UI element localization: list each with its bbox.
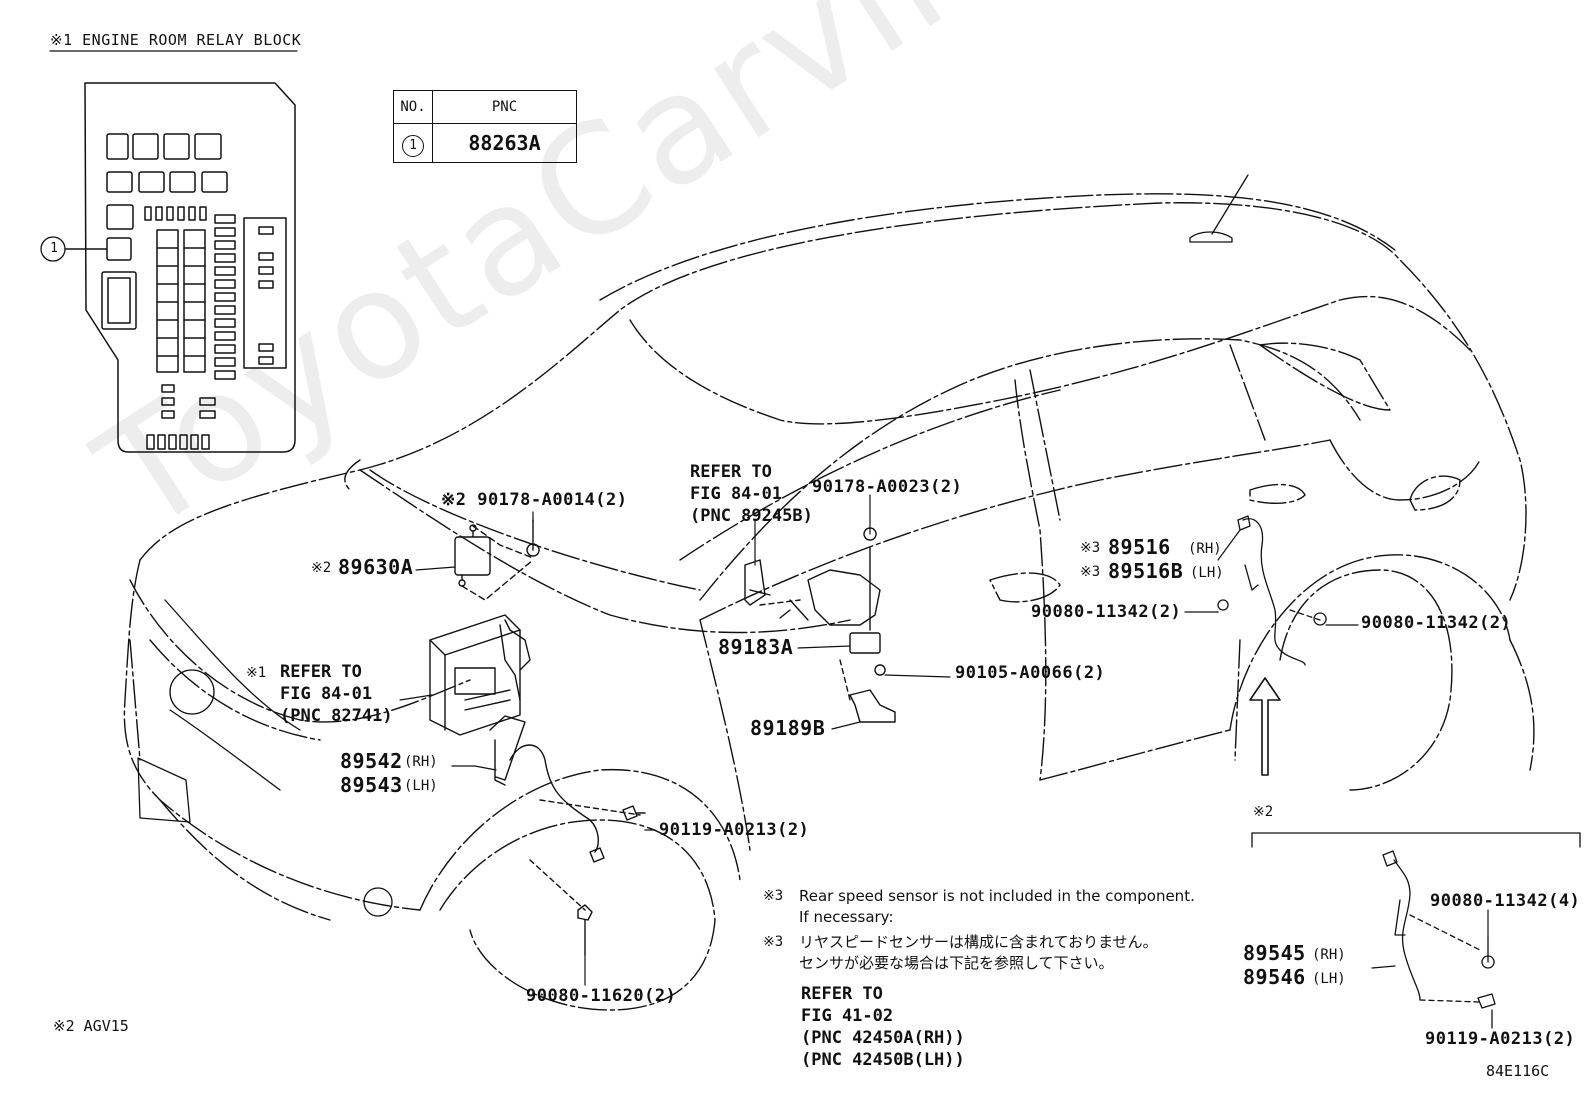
relay-callout-number: 1 [50, 241, 58, 256]
label-89543[interactable]: 89543 [340, 773, 403, 797]
label-90080-11342-left[interactable]: 90080-11342(2) [1031, 602, 1182, 622]
relay-block-title: ※1 ENGINE ROOM RELAY BLOCK [50, 31, 302, 49]
footnote-agv15: ※2 AGV15 [53, 1017, 129, 1035]
note-english: Rear speed sensor is not included in the… [799, 887, 1195, 926]
leader-lines [399, 494, 1489, 986]
pnc-header-no: NO. [393, 90, 433, 124]
label-89630a-mark: ※2 [311, 560, 332, 576]
label-refer-fig-84-01-82741[interactable]: REFER TO FIG 84-01 (PNC 82741) [280, 662, 393, 726]
front-speed-sensor [489, 715, 646, 956]
label-refer-82741-mark: ※1 [246, 665, 267, 681]
label-89545[interactable]: 89545 [1243, 941, 1306, 965]
label-90178-a0014[interactable]: ※2 90178-A0014(2) [441, 490, 628, 510]
label-90178-a0023[interactable]: 90178-A0023(2) [812, 477, 963, 497]
label-89516-rh: (RH) [1188, 541, 1222, 557]
label-89543-lh: (LH) [404, 778, 438, 794]
note-refer-fig-41-02[interactable]: REFER TO FIG 41-02 (PNC 42450A(RH)) (PNC… [801, 984, 965, 1070]
label-89542-rh: (RH) [404, 754, 438, 770]
vehicle-front-details [137, 174, 1249, 917]
pnc-header-pnc: PNC [432, 90, 577, 124]
label-refer-fig-84-01-89245b[interactable]: REFER TO FIG 84-01 (PNC 89245B) [690, 462, 813, 526]
detail-mark: ※2 [1253, 804, 1274, 820]
figure-code: 84E116C [1486, 1062, 1550, 1080]
label-89183a[interactable]: 89183A [718, 635, 794, 659]
label-89630a[interactable]: 89630A [338, 555, 414, 579]
relay-block-outline [40, 82, 296, 453]
label-89516b-mark: ※3 [1080, 564, 1101, 580]
label-89516b[interactable]: 89516B [1108, 559, 1184, 583]
height-control-sensor [744, 527, 896, 723]
note-mark-jp: ※3 [763, 934, 784, 950]
note-japanese: リヤスピードセンサーは構成に含まれておりません。 センサが必要な場合は下記を参照… [799, 933, 1158, 972]
pnc-row-no-circle: 1 [402, 134, 424, 157]
pnc-row: 1 88263A [393, 123, 577, 163]
rear-sensor-arrow [1249, 677, 1281, 776]
label-89542[interactable]: 89542 [340, 749, 403, 773]
label-89516b-lh: (LH) [1190, 565, 1224, 581]
pnc-row-value: 88263A [432, 123, 577, 163]
label-89516-mark: ※3 [1080, 540, 1101, 556]
pnc-row-no: 1 [393, 123, 433, 163]
label-90080-11620[interactable]: 90080-11620(2) [526, 986, 677, 1006]
label-89516[interactable]: 89516 [1108, 535, 1171, 559]
label-90119-a0213-front[interactable]: 90119-A0213(2) [659, 820, 810, 840]
note-mark-en: ※3 [763, 888, 784, 904]
rear-speed-sensor-wire [1217, 515, 1327, 666]
label-89189b[interactable]: 89189B [750, 716, 826, 740]
skid-control-ecu [429, 614, 531, 736]
yaw-sensor-89630a [454, 519, 540, 601]
vehicle-outline [123, 193, 1535, 1011]
pnc-table: NO. PNC 1 88263A [393, 90, 577, 163]
label-90080-11342-detail[interactable]: 90080-11342(4) [1430, 891, 1581, 911]
label-89546[interactable]: 89546 [1243, 965, 1306, 989]
label-90105-a0066[interactable]: 90105-A0066(2) [955, 663, 1106, 683]
label-89546-lh: (LH) [1312, 971, 1346, 987]
label-89545-rh: (RH) [1312, 947, 1346, 963]
label-90080-11342-right[interactable]: 90080-11342(2) [1361, 613, 1512, 633]
label-90119-a0213-detail[interactable]: 90119-A0213(2) [1425, 1029, 1576, 1049]
detail-inset-rear-sensor [1251, 832, 1581, 1029]
